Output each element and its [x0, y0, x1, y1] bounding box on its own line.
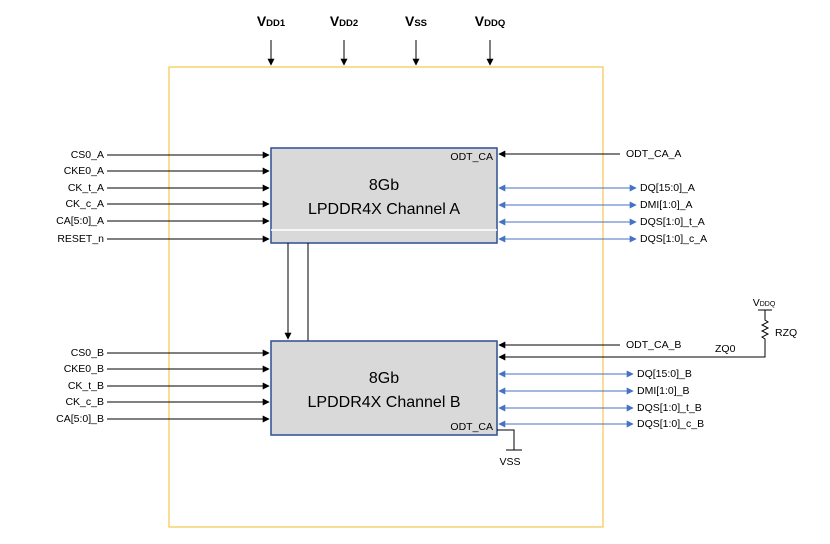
channel-a-odt-label: ODT_CA	[450, 151, 493, 163]
svg-text:VDDQ: VDDQ	[475, 13, 505, 29]
signal-dqs-t-a: DQS[1:0]_t_A	[640, 216, 705, 228]
signal-ca-a: CA[5:0]_A	[56, 215, 104, 227]
signal-dq-b: DQ[15:0]_B	[637, 368, 692, 380]
signal-dq-a: DQ[15:0]_A	[640, 182, 695, 194]
signal-dqs-c-b: DQS[1:0]_c_B	[637, 418, 704, 430]
signal-dqs-t-b: DQS[1:0]_t_B	[637, 402, 702, 414]
signal-zq0: ZQ0	[715, 343, 736, 355]
channel-a-right-signals: ODT_CA_A DQ[15:0]_A DMI[1:0]_A DQS[1:0]_…	[498, 148, 707, 245]
svg-text:VDDQ: VDDQ	[753, 297, 776, 309]
channel-a-inputs: CS0_A CKE0_A CK_t_A CK_c_A CA[5:0]_A RES…	[56, 149, 270, 245]
signal-ck-c-a: CK_c_A	[65, 198, 104, 210]
signal-ck-c-b: CK_c_B	[65, 396, 104, 408]
channel-a-box	[270, 147, 498, 244]
svg-text:VDD1: VDD1	[257, 13, 286, 29]
channel-b-odt-label: ODT_CA	[450, 421, 493, 433]
signal-cke0-b: CKE0_B	[64, 363, 104, 375]
channel-b-line1: 8Gb	[369, 370, 399, 387]
svg-text:VSS: VSS	[405, 13, 427, 29]
signal-dmi-b: DMI[1:0]_B	[637, 385, 690, 397]
signal-ca-b: CA[5:0]_B	[56, 413, 104, 425]
rail-vddq: VDDQ	[475, 13, 505, 66]
signal-cs0-b: CS0_B	[71, 347, 104, 359]
channel-b-die: 8Gb LPDDR4X Channel B ODT_CA	[270, 340, 498, 436]
odt-tie-vss: VSS	[497, 429, 522, 468]
rail-vss: VSS	[405, 13, 427, 66]
inter-channel-links	[284, 243, 309, 341]
signal-dqs-c-a: DQS[1:0]_c_A	[640, 233, 707, 245]
vss-label: VSS	[499, 456, 520, 468]
signal-odt-ca-b: ODT_CA_B	[626, 339, 681, 351]
rzq-resistor: VDDQ RZQ	[753, 297, 797, 343]
channel-b-inputs: CS0_B CKE0_B CK_t_B CK_c_B CA[5:0]_B	[56, 347, 270, 425]
channel-a-die: ODT_CA 8Gb LPDDR4X Channel A	[270, 147, 498, 244]
rzq-label: RZQ	[775, 327, 797, 339]
signal-reset-n: RESET_n	[57, 233, 104, 245]
power-rails: VDD1 VDD2 VSS VDDQ	[257, 13, 505, 66]
signal-dmi-a: DMI[1:0]_A	[640, 199, 693, 211]
rail-vdd2: VDD2	[330, 13, 358, 66]
signal-cke0-a: CKE0_A	[64, 165, 104, 177]
svg-text:VDD2: VDD2	[330, 13, 358, 29]
channel-b-box	[270, 340, 498, 436]
signal-odt-ca-a: ODT_CA_A	[626, 148, 681, 160]
signal-ck-t-a: CK_t_A	[68, 182, 104, 194]
channel-b-right-signals: ODT_CA_B ZQ0 DQ[15:0]_B DMI[1:0]_B DQS[1…	[498, 339, 766, 430]
channel-b-line2: LPDDR4X Channel B	[308, 394, 461, 411]
channel-a-line1: 8Gb	[369, 177, 399, 194]
package-outline	[168, 66, 604, 528]
rail-vdd1: VDD1	[257, 13, 286, 66]
channel-a-line2: LPDDR4X Channel A	[308, 201, 460, 218]
signal-ck-t-b: CK_t_B	[68, 380, 104, 392]
signal-cs0-a: CS0_A	[71, 149, 104, 161]
